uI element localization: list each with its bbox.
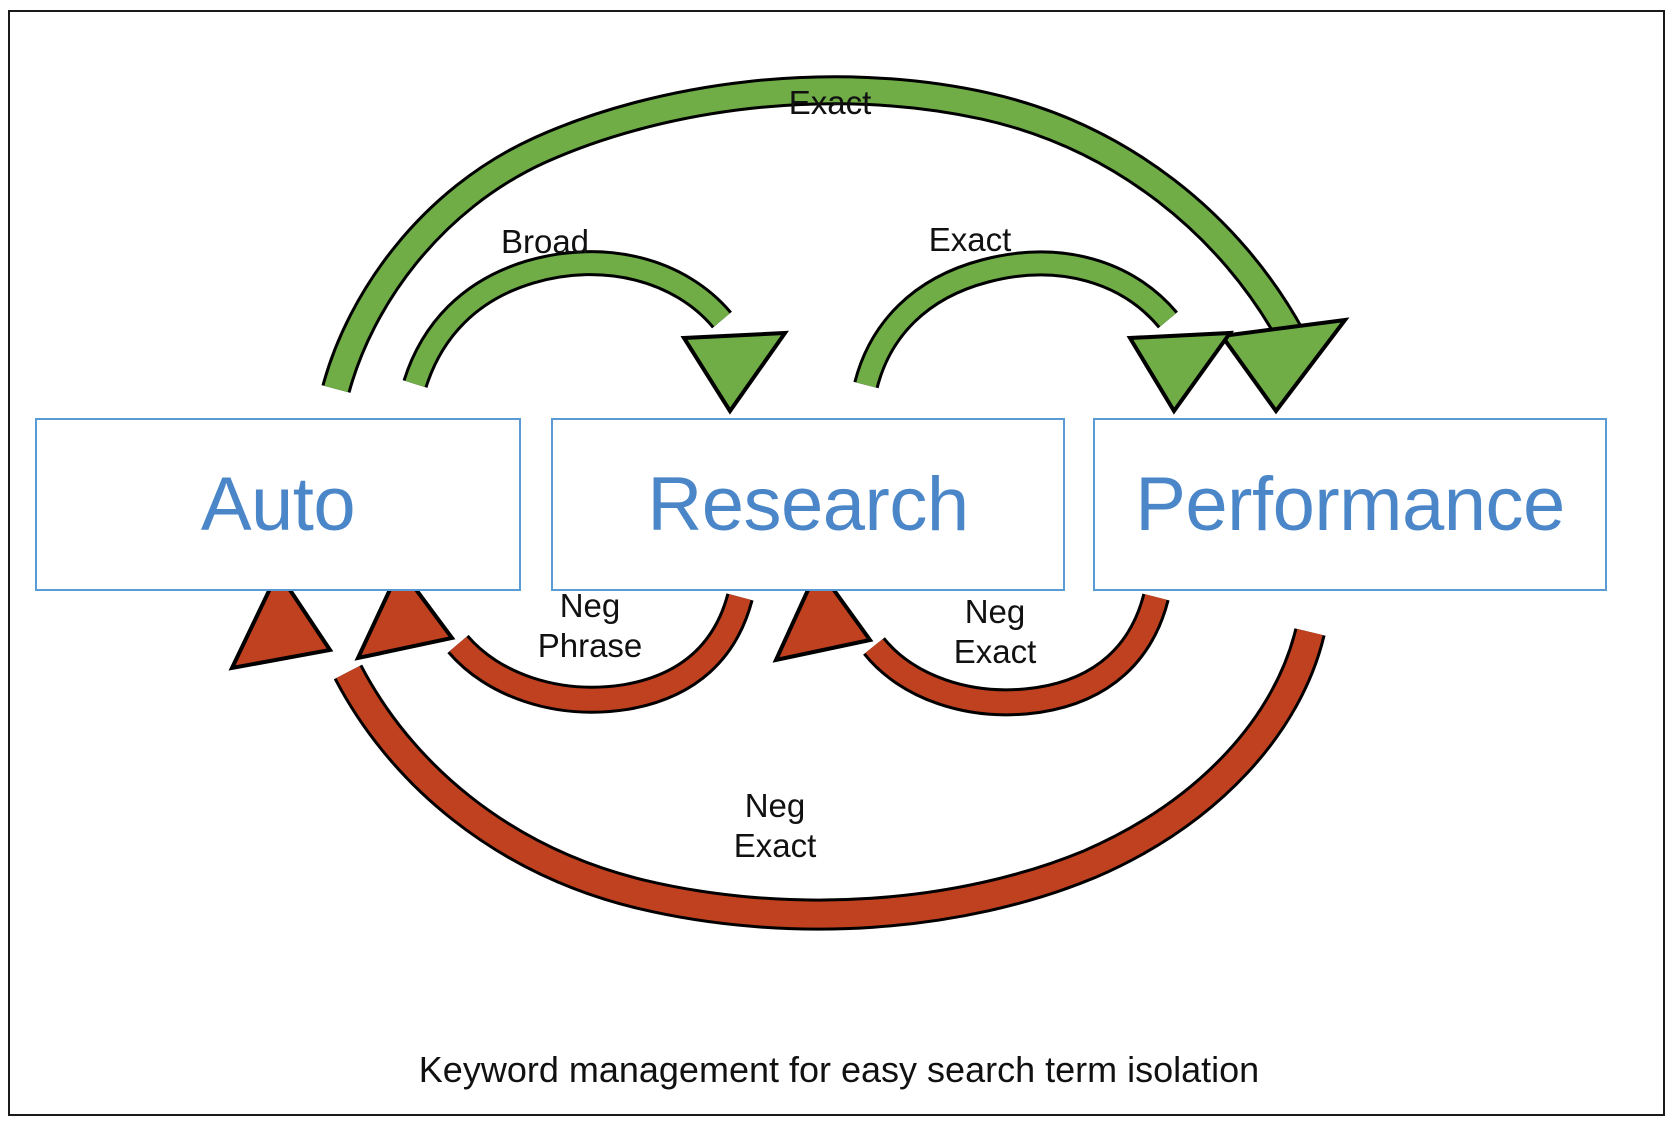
edge-research-to-performance-exact [853,250,1235,415]
node-label-auto: Auto [200,461,356,547]
node-label-research: Research [647,461,969,547]
edge-auto-to-research-broad [402,250,789,415]
diagram-caption: Keyword management for easy search term … [418,1049,1260,1090]
diagram-outer-frame [8,10,1665,1116]
edge-performance-to-auto-neg-exact [228,567,1326,931]
edge-performance-to-research-neg-exact [772,564,1170,717]
node-box-performance[interactable]: Performance [1093,418,1607,591]
node-box-research[interactable]: Research [551,418,1065,591]
edge-auto-to-performance-exact [321,75,1350,415]
node-box-auto[interactable]: Auto [35,418,521,591]
edge-research-to-auto-neg-phrase [354,564,754,714]
node-label-performance: Performance [1135,461,1565,547]
